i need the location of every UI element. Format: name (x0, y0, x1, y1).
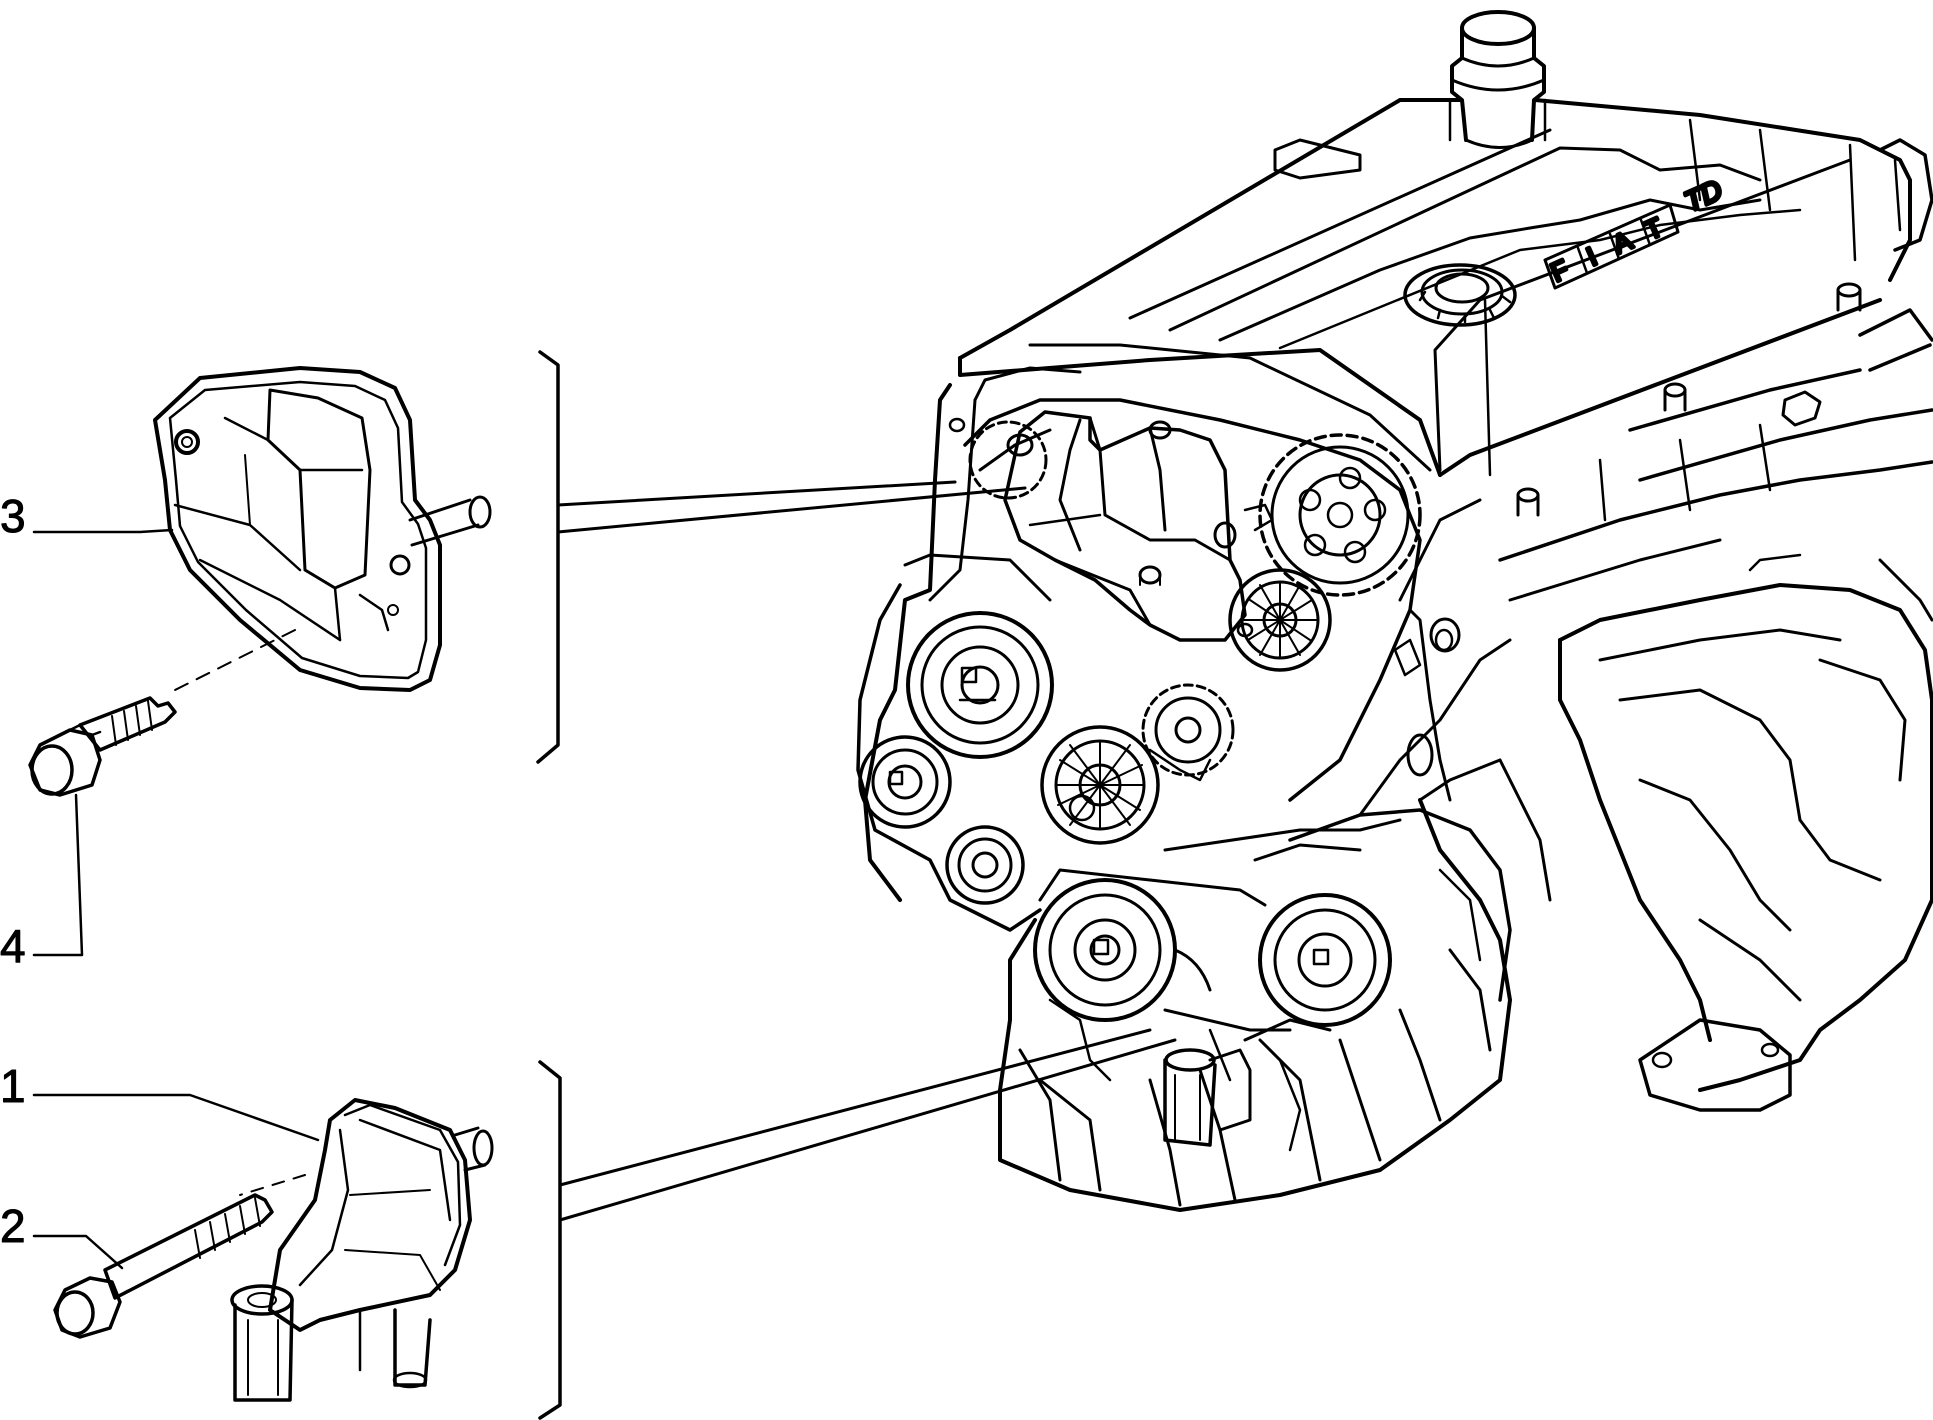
short-bolt (28, 696, 177, 797)
valve-cover-top (958, 98, 1912, 360)
intake-pipes (1498, 308, 1933, 602)
crank-pulley-lower (1033, 878, 1212, 1022)
fiat-letter-f: F (1546, 254, 1573, 288)
pump-sprocket (1141, 683, 1235, 782)
exhaust-heat-shield (1558, 553, 1933, 1112)
alternator-pulley (858, 735, 952, 829)
group-braces (536, 350, 562, 1420)
accessory-belt (856, 583, 1042, 932)
leader-2 (32, 1234, 124, 1270)
installed-upper-bracket (1003, 410, 1274, 642)
filler-cap-gear (1403, 263, 1517, 327)
injection-pump-housing (1288, 638, 1552, 1002)
pointer-lines (556, 480, 1177, 1222)
leader-4 (32, 793, 84, 957)
callout-leaders (32, 528, 320, 1270)
callout-4-label: 4 (0, 920, 26, 972)
water-pump-pulley (1258, 893, 1392, 1027)
cam-sprocket-left (968, 420, 1048, 500)
timing-belt (963, 398, 1422, 802)
timing-cover-outline (863, 383, 952, 902)
assembly-axis-upper (174, 629, 296, 691)
cam-sprocket-right (1258, 433, 1422, 597)
engine-block-lower (998, 798, 1512, 1212)
callout-2-label: 2 (0, 1200, 26, 1252)
assembly-axis-lower (239, 1174, 306, 1196)
lower-mount-bracket (230, 1098, 494, 1402)
tensioner-pulley (1040, 725, 1160, 845)
fiat-letter-t: T (1640, 212, 1667, 246)
callout-1-label: 1 (0, 1060, 26, 1112)
long-bolt (53, 1193, 274, 1339)
oil-filler-cap (1448, 10, 1547, 149)
engine-assembly: F I A T TD (856, 10, 1933, 1212)
small-pulley (945, 825, 1025, 905)
upper-mount-bracket (153, 366, 492, 692)
callout-3-label: 3 (0, 490, 26, 542)
leader-3 (32, 528, 174, 534)
crank-pulley-upper (906, 611, 1054, 759)
leader-1 (32, 1093, 320, 1142)
idler-pulley-upper (1228, 568, 1332, 672)
